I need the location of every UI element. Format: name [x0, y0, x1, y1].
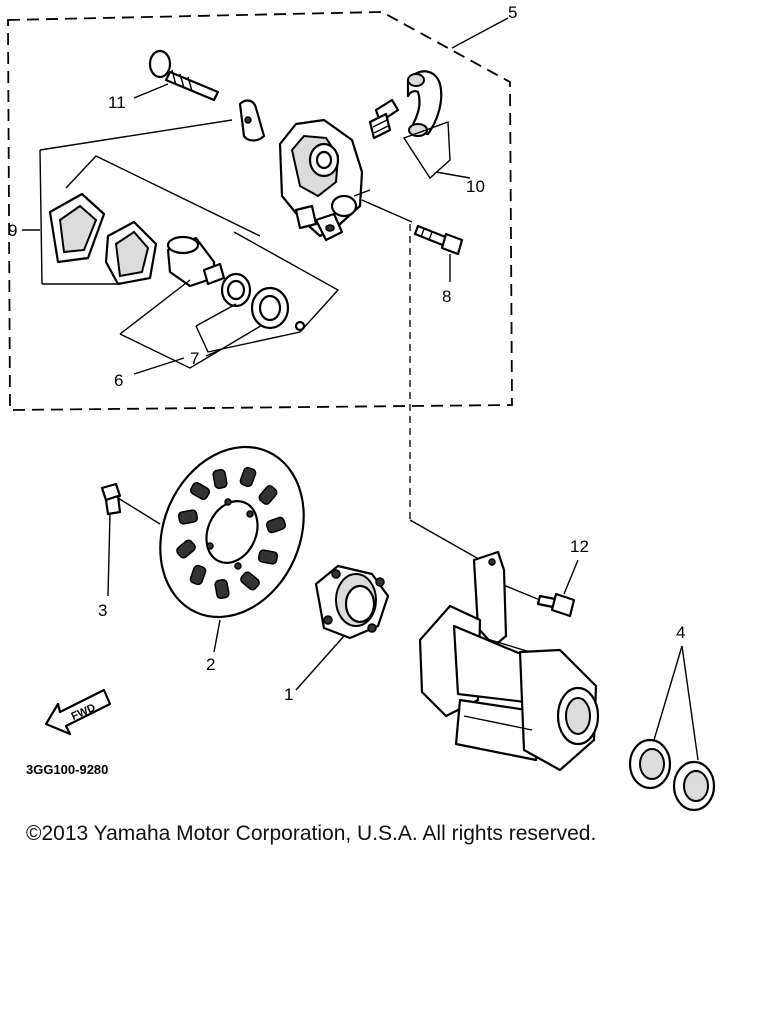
part-1-hub	[314, 564, 390, 640]
drawing-code: 3GG100-9280	[26, 762, 108, 777]
part-8-bolt	[413, 224, 464, 256]
callout-7: 7	[190, 349, 199, 368]
bracket-10-outline	[402, 121, 451, 180]
leader-7	[205, 349, 221, 357]
axle-housing	[418, 550, 600, 772]
leader-6	[133, 357, 185, 375]
callout-11: 11	[108, 93, 126, 112]
callout-4: 4	[676, 623, 685, 642]
copyright-text: ©2013 Yamaha Motor Corporation, U.S.A. A…	[26, 822, 597, 845]
part-6-piston	[166, 235, 226, 288]
leader-12	[563, 559, 579, 595]
part-11-pin-bolt	[148, 49, 220, 102]
leader-caliper-wire	[361, 199, 413, 223]
bracket-9-outline	[22, 119, 261, 285]
part-2-brake-disc	[159, 445, 305, 619]
leader-11	[133, 83, 169, 99]
part-3-bolt	[100, 482, 122, 516]
part-10-bracket	[368, 70, 443, 140]
bracket-6-outline	[119, 279, 275, 369]
callout-1: 1	[284, 685, 293, 704]
callout-8: 8	[442, 287, 451, 306]
parts-diagram: FWD 1 2 3 4 5 6 7 8 9 10 11 12 3GG100-92…	[7, 3, 716, 812]
fwd-arrow-icon: FWD	[44, 688, 112, 736]
part-12-bolt	[536, 592, 576, 618]
part-9-brake-pads	[48, 192, 158, 286]
leader-3b	[117, 497, 161, 525]
leader-5	[451, 17, 509, 49]
leader-4b	[681, 645, 699, 761]
part-7-seals	[220, 272, 306, 332]
callout-10: 10	[466, 177, 485, 196]
callout-2: 2	[206, 655, 215, 674]
bracket-7-outline	[195, 231, 340, 353]
leader-3	[107, 513, 111, 597]
callout-6: 6	[114, 371, 123, 390]
leader-2	[213, 619, 221, 653]
leader-4a	[653, 645, 683, 741]
mount-line-lower	[409, 519, 485, 563]
caliper-body	[278, 118, 371, 242]
part-4-lock-nuts	[628, 738, 716, 812]
callout-12: 12	[570, 537, 589, 556]
leader-10	[435, 171, 471, 179]
callout-5: 5	[508, 3, 517, 22]
clip-part	[238, 99, 266, 142]
leader-1	[295, 635, 345, 691]
callout-3: 3	[98, 601, 107, 620]
caliper-assembly-boundary	[7, 11, 513, 411]
callout-9: 9	[8, 221, 17, 240]
